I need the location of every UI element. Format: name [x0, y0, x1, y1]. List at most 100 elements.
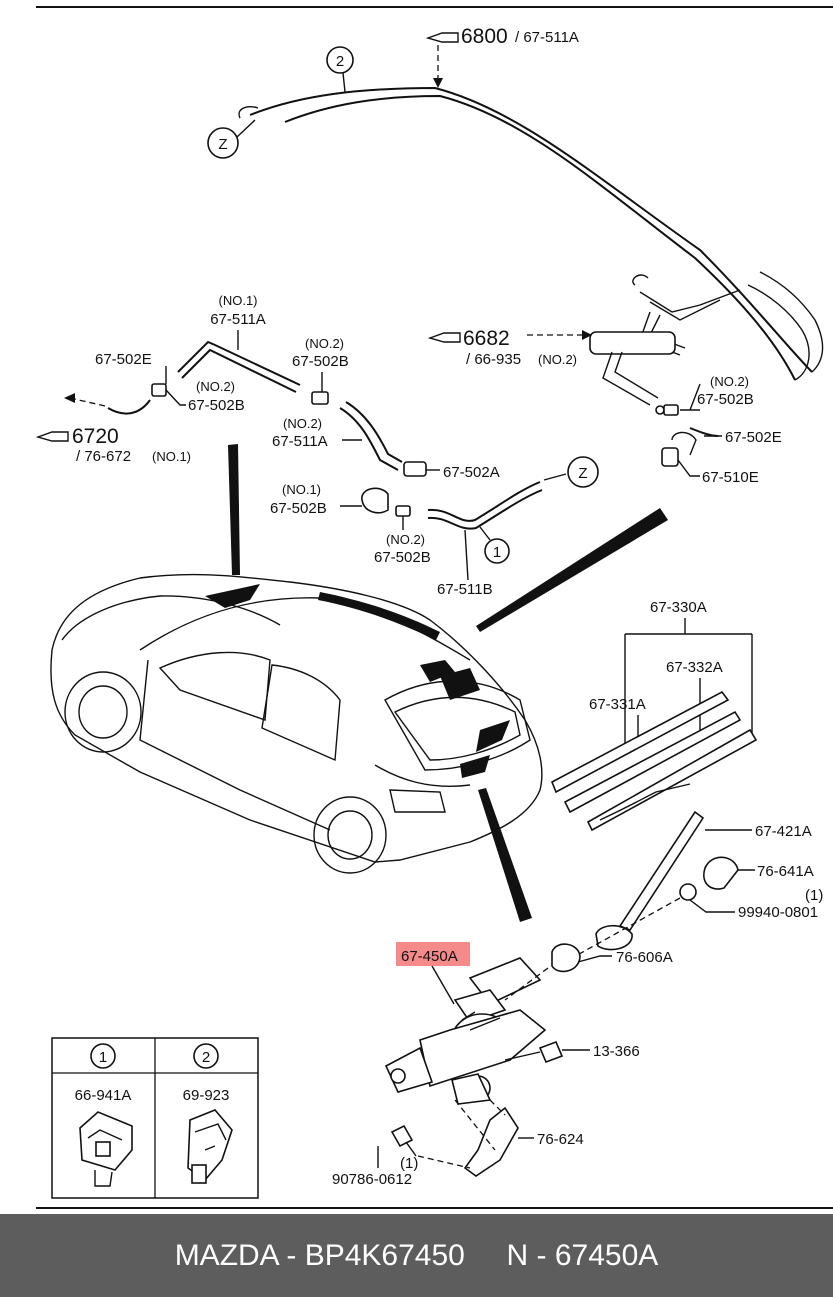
callout-6682: 6682	[463, 327, 510, 350]
arm-cap-76-641A	[703, 856, 739, 890]
legend-col1-part: 66-941A	[75, 1087, 132, 1104]
legend-circle-2	[193, 1043, 219, 1069]
label-13-366: 13-366	[593, 1043, 640, 1060]
hose-67-511A-no2-inner	[345, 401, 403, 463]
circle-z-label-right: Z	[578, 465, 587, 482]
fitting-67-502B-b	[311, 391, 329, 405]
footer-brand-part: MAZDA - BP4K67450	[174, 1238, 465, 1272]
clip-legend-table	[51, 1037, 259, 1199]
check-valve-67-510E	[661, 447, 679, 467]
leader-76-606A	[577, 955, 612, 963]
arrow-6800	[433, 78, 443, 88]
circle-2-label: 2	[336, 53, 344, 70]
callout-6720: 6720	[72, 425, 119, 448]
leader-circle-z-right	[543, 473, 567, 481]
hose-67-502E-right	[689, 427, 719, 437]
label-67-510E: 67-510E	[702, 469, 759, 486]
fitting-67-502B-a	[151, 383, 167, 397]
wiper-blade-67-330A	[550, 690, 758, 832]
label-67-502B-b: 67-502B	[292, 353, 349, 370]
bracket-67-330A	[624, 618, 753, 745]
hand-pointer-icon	[425, 32, 459, 43]
legend-col2-num: 2	[202, 1049, 210, 1066]
label-67-330A: 67-330A	[650, 599, 707, 616]
hand-pointer-icon	[35, 431, 69, 442]
callout-66-935: / 66-935	[466, 351, 521, 368]
footer-part-number: N - 67450A	[506, 1238, 659, 1272]
label-67-511A-b: 67-511A	[272, 433, 328, 450]
label-qty-1b: (1)	[400, 1155, 418, 1172]
elbow-67-502E	[671, 431, 697, 456]
leader-67-450A	[431, 965, 455, 1005]
leader-99940	[689, 899, 735, 913]
label-no2-a: (NO.2)	[196, 379, 235, 394]
hand-pointer-icon	[427, 332, 461, 343]
hose-67-511A-no1-inner	[181, 348, 297, 393]
callout-6800: 6800	[461, 25, 508, 48]
fitting-67-502B-right	[655, 405, 665, 415]
hose-67-511A-no2	[339, 407, 399, 471]
label-76-624: 76-624	[537, 1131, 584, 1148]
bolt-90786-0612	[390, 1124, 414, 1148]
label-76-641A: 76-641A	[757, 863, 814, 880]
legend-col1-num: 1	[99, 1049, 107, 1066]
footer-spacer	[465, 1239, 507, 1273]
circle-1-label: 1	[493, 544, 501, 561]
leader-67-510E	[677, 459, 700, 477]
nut-99940-0801	[679, 883, 697, 901]
label-67-502E-right: 67-502E	[725, 429, 782, 446]
label-90786-0612: 90786-0612	[332, 1171, 412, 1188]
pointer-car-to-motor	[478, 788, 532, 922]
wiper-arm-67-421A	[595, 810, 705, 951]
callout-no2-tag: (NO.2)	[538, 352, 577, 367]
leader-circle-1	[479, 526, 491, 541]
clip-69-923-icon	[187, 1109, 233, 1184]
dashed-guide-bolt	[417, 1155, 471, 1169]
wiper-motor-67-450A	[384, 957, 547, 1105]
arrow-6682	[582, 330, 592, 340]
label-99940-0801: 99940-0801	[738, 904, 818, 921]
label-67-332A: 67-332A	[666, 659, 723, 676]
parts-diagram: 2 Z 6800 / 67-511A 6682 / 66-935 (NO.2) …	[35, 6, 833, 1209]
label-no2-e: (NO.2)	[710, 374, 749, 389]
label-no1-a: (NO.1)	[219, 293, 258, 308]
fitting-body-right	[663, 404, 679, 416]
leader-circle-z-top	[236, 119, 256, 138]
circle-marker-1	[484, 538, 510, 564]
clip-66-941A-icon	[79, 1111, 133, 1187]
label-67-502B-e: 67-502B	[697, 391, 754, 408]
fitting-67-502B-d	[395, 505, 411, 517]
dashed-guide-motor	[504, 967, 549, 1001]
label-qty-1a: (1)	[805, 887, 823, 904]
arrow-6720	[64, 393, 75, 403]
dashed-guide-bracket	[454, 1099, 506, 1151]
bracket-76-624	[463, 1106, 519, 1177]
hose-67-511B	[427, 481, 541, 522]
label-67-502B-a: 67-502B	[188, 397, 245, 414]
leader-6720	[69, 397, 106, 407]
leader-67-511B	[464, 529, 469, 581]
callout-76-672: / 76-672	[76, 448, 131, 465]
label-no2-d: (NO.2)	[386, 532, 425, 547]
label-no2-b: (NO.2)	[305, 336, 344, 351]
circle-z-label-top: Z	[218, 136, 227, 153]
bolt-13-366	[538, 1040, 564, 1064]
legend-col2-part: 69-923	[183, 1087, 230, 1104]
pointer-right-to-car	[476, 508, 668, 632]
bolt-90786-shank	[405, 1141, 417, 1157]
label-67-502B-c: 67-502B	[270, 500, 327, 517]
label-67-450A: 67-450A	[401, 948, 458, 965]
footer-bar: MAZDA - BP4K67450 N - 67450A	[0, 1214, 833, 1297]
label-67-421A: 67-421A	[755, 823, 812, 840]
rear-hose-assembly	[589, 274, 741, 406]
circle-marker-2-top	[326, 46, 354, 74]
label-67-511B: 67-511B	[437, 581, 493, 598]
legend-circle-1	[90, 1043, 116, 1069]
leader-circle-2	[342, 72, 346, 93]
hose-67-511B-inner	[427, 489, 543, 530]
circle-marker-z-top	[207, 127, 239, 159]
label-no2-c: (NO.2)	[283, 416, 322, 431]
bolt-13-366-shank	[504, 1051, 541, 1061]
dashed-guide-arm	[571, 897, 681, 959]
fitting-67-502B-c	[361, 487, 389, 514]
